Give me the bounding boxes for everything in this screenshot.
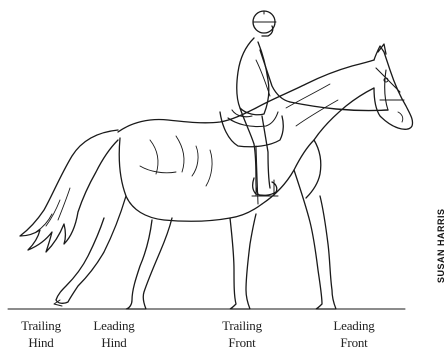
label-trailing-hind-line2: Hind <box>5 334 77 351</box>
label-leading-front: Leading Front <box>318 317 390 351</box>
label-leading-hind-line1: Leading <box>78 317 150 334</box>
leading-front-leg <box>294 170 336 309</box>
horse-chest <box>306 140 321 198</box>
label-trailing-hind-line1: Trailing <box>5 317 77 334</box>
artist-credit: SUSAN HARRIS <box>436 208 445 283</box>
reins <box>290 102 388 111</box>
trailing-hind-leg <box>56 196 126 303</box>
stirrup <box>252 180 278 196</box>
label-leading-front-line2: Front <box>318 334 390 351</box>
leading-hind-leg <box>126 218 172 309</box>
horse-head <box>374 46 413 129</box>
saddle-pad <box>220 112 283 147</box>
rider-leg <box>240 108 258 194</box>
trailing-front-leg <box>230 214 256 309</box>
horse-neck <box>314 88 374 140</box>
label-leading-hind: Leading Hind <box>78 317 150 351</box>
label-leading-front-line1: Leading <box>318 317 390 334</box>
label-trailing-front: Trailing Front <box>206 317 278 351</box>
saddle <box>228 110 278 127</box>
label-trailing-hind: Trailing Hind <box>5 317 77 351</box>
label-trailing-front-line1: Trailing <box>206 317 278 334</box>
horse-body <box>118 60 374 132</box>
label-leading-hind-line2: Hind <box>78 334 150 351</box>
label-trailing-front-line2: Front <box>206 334 278 351</box>
bridle <box>376 68 404 110</box>
